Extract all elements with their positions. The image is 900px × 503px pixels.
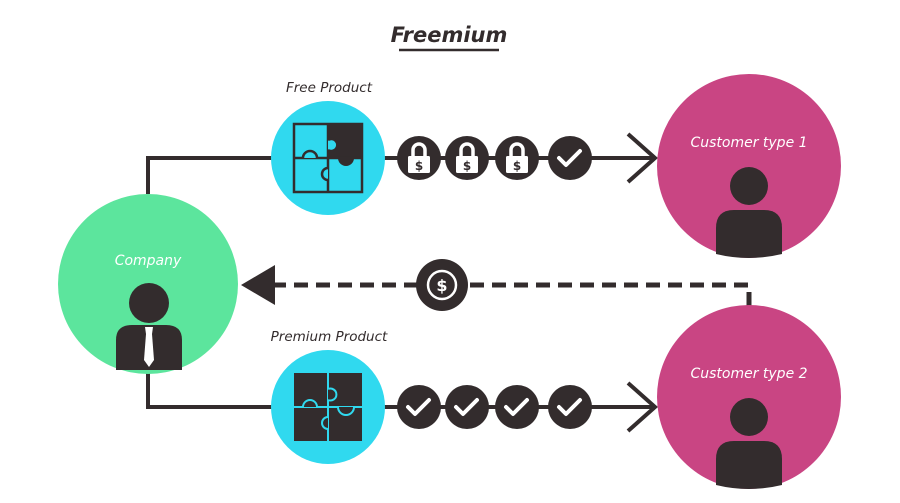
checkmark-icon (454, 398, 479, 416)
user-icon (716, 398, 782, 489)
padlock-icon: $ (456, 142, 478, 173)
premium-feature-2 (445, 385, 489, 429)
payment-arrowhead (241, 265, 275, 305)
customer1-circle (657, 74, 841, 258)
premium-feature-1 (397, 385, 441, 429)
puzzle-complete-icon (294, 373, 362, 441)
company-label: Company (115, 253, 182, 269)
free-product-node[interactable] (271, 101, 385, 215)
checkmark-icon (504, 398, 529, 416)
puzzle-partial-icon (292, 122, 364, 194)
free-product-label: Free Product (286, 80, 373, 96)
customer1-node[interactable]: Customer type 1 (657, 74, 841, 258)
customer2-label: Customer type 2 (690, 366, 807, 382)
premium-feature-3 (495, 385, 539, 429)
company-node[interactable]: Company (58, 194, 238, 374)
payment-badge: $ (416, 259, 468, 311)
payment-connector (270, 282, 752, 306)
free-arrowhead (626, 132, 659, 184)
checkmark-icon (557, 149, 582, 167)
premium-product-label: Premium Product (271, 329, 388, 345)
premium-arrowhead (626, 381, 659, 433)
customer2-node[interactable]: Customer type 2 (657, 305, 841, 489)
dollar-glyph: $ (436, 276, 447, 295)
checkmark-icon (557, 398, 582, 416)
premium-connector-left (146, 370, 272, 409)
businessman-icon (116, 283, 182, 370)
free-feature-3: $ (495, 136, 539, 180)
dollar-glyph: $ (513, 159, 521, 173)
premium-feature-4 (548, 385, 592, 429)
premium-product-node[interactable] (271, 350, 385, 464)
free-feature-2: $ (445, 136, 489, 180)
customer2-circle (657, 305, 841, 489)
user-icon (716, 167, 782, 258)
padlock-icon: $ (506, 142, 528, 173)
customer1-label: Customer type 1 (690, 135, 807, 151)
free-feature-1: $ (397, 136, 441, 180)
padlock-icon: $ (408, 142, 430, 173)
dollar-icon: $ (426, 269, 458, 301)
free-connector-left (146, 156, 272, 194)
dollar-glyph: $ (463, 159, 471, 173)
diagram-title: Freemium (391, 23, 508, 47)
dollar-glyph: $ (415, 159, 423, 173)
checkmark-icon (406, 398, 431, 416)
free-feature-4 (548, 136, 592, 180)
